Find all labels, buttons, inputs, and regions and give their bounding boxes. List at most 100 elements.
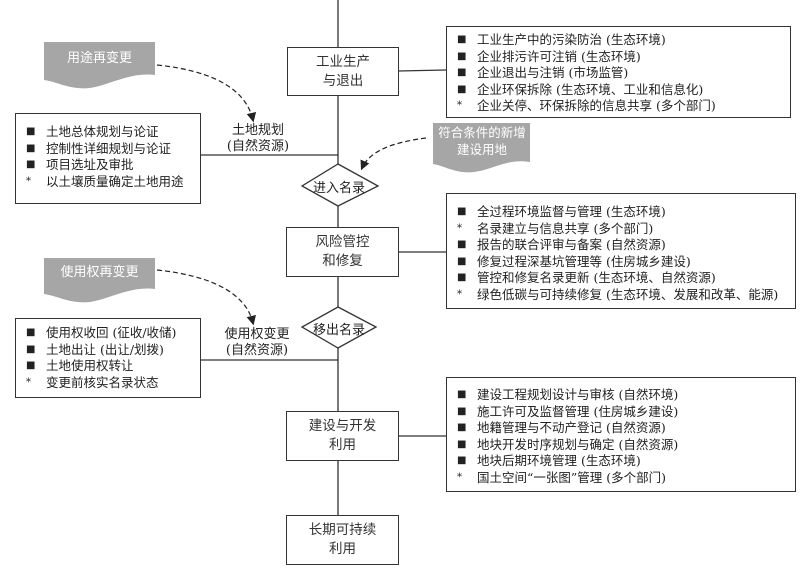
list-item: ■ 土地出让 (出让/划拨) <box>26 342 192 359</box>
bullet: ■ <box>26 360 36 372</box>
decision-exit-list: 移出名录 <box>312 323 365 338</box>
list-item: ■ 控制性详细规划与论证 <box>26 141 192 158</box>
item-text: 企业关停、环保拆除的信息共享 (多个部门) <box>477 98 716 114</box>
item-text: 变更前核实名录状态 <box>46 374 159 390</box>
list-item: ■地籍管理与不动产登记 (自然资源) <box>457 420 787 437</box>
edge-label-title: 土地规划 <box>231 123 284 138</box>
bullet: ■ <box>26 126 36 137</box>
list-item: ■ 土地总体规划与论证 <box>26 124 192 141</box>
list-item: * 变更前核实名录状态 <box>26 375 192 392</box>
bullet: ■ <box>457 405 467 417</box>
banner-use-right-rechange-shape <box>44 258 155 303</box>
list-item: ■ 使用权收回 (征收/收储) <box>26 325 192 342</box>
bullet: * <box>457 100 462 112</box>
list-item: * 国土空间“一张图”管理 (多个部门) <box>457 470 787 487</box>
item-text: 建设工程规划设计与审核 (自然环境) <box>477 387 679 402</box>
bullet: ■ <box>457 206 467 217</box>
item-text: 企业排污许可注销 (生态环境) <box>477 48 641 64</box>
node-construction-development: 建设与开发 利用 <box>286 411 399 461</box>
bullet: ■ <box>457 272 467 284</box>
bullet: ■ <box>457 50 467 62</box>
node-text: 利用 <box>329 437 356 453</box>
node-text: 利用 <box>329 541 356 557</box>
item-text: 使用权收回 (征收/收储) <box>46 325 177 340</box>
list-item: ■ 建设工程规划设计与审核 (自然环境) <box>457 387 787 404</box>
banner-use-change: 用途再变更 <box>44 50 155 67</box>
bullet: ■ <box>26 343 36 355</box>
item-text: 地块开发时序规划与确定 (自然资源) <box>477 436 679 452</box>
item-text: 土地总体规划与论证 <box>46 124 159 139</box>
arrow-new-land <box>360 137 427 171</box>
item-text: 全过程环境监督与管理 (生态环境) <box>477 204 666 219</box>
list-item: * 以土壤质量确定土地用途 <box>26 174 192 191</box>
bullet: * <box>26 376 31 388</box>
node-risk-control-remediation: 风险管控 和修复 <box>286 227 399 277</box>
item-text: 绿色低碳与可持续修复 (生态环境、发展和改革、能源) <box>477 286 779 302</box>
item-text: 地籍管理与不动产登记 (自然资源) <box>477 420 666 436</box>
bullet: ■ <box>26 142 36 154</box>
list-item: * 绿色低碳与可持续修复 (生态环境、发展和改革、能源) <box>457 287 787 304</box>
bullet: * <box>457 222 462 234</box>
node-text: 工业生产 <box>316 53 370 70</box>
item-text: 企业退出与注销 (市场监管) <box>477 65 629 81</box>
list-item: * 名录建立与信息共享 (多个部门) <box>457 221 787 238</box>
list-item: ■项目选址及审批 <box>26 157 192 174</box>
item-text: 控制性详细规划与论证 <box>46 140 172 156</box>
banner-text: 建设用地 <box>456 142 507 157</box>
list-industrial-tasks: ■ 工业生产中的污染防治 (生态环境) ■ 企业排污许可注销 (生态环境) ■ 企业退… <box>446 26 791 118</box>
list-item: ■ 全过程环境监督与管理 (生态环境) <box>457 204 787 221</box>
node-text: 风险管控 <box>315 234 370 250</box>
banner-text: 用途再变更 <box>66 51 132 66</box>
edge-label-dept: (自然资源) <box>226 139 290 154</box>
banner-use-right-rechange: 使用权再变更 <box>44 264 155 281</box>
bullet: ■ <box>457 455 467 467</box>
banner-new-land-shape <box>433 123 530 173</box>
item-text: 管控和修复名录更新 (生态环境、自然资源) <box>477 270 716 286</box>
item-text: 国土空间“一张图”管理 (多个部门) <box>477 469 667 485</box>
list-item: ■施工许可及监督管理 (住房城乡建设) <box>457 404 787 421</box>
list-item: ■ 地块后期环境管理 (生态环境) <box>457 453 787 470</box>
edge-label-dept: (自然资源) <box>225 343 289 358</box>
item-text: 企业环保拆除 (生态环境、工业和信息化) <box>477 81 704 97</box>
edge-label-use-right-change: 使用权变更 (自然资源) <box>212 327 302 359</box>
list-land-planning-tasks: ■ 土地总体规划与论证 ■ 控制性详细规划与论证 ■项目选址及审批 * 以土壤质量确定… <box>15 113 201 204</box>
edge-label-land-planning: 土地规划 (自然资源) <box>218 123 298 155</box>
node-industrial-production-exit: 工业生产 与退出 <box>287 47 399 96</box>
node-text: 与退出 <box>322 72 364 89</box>
bullet: ■ <box>457 67 467 79</box>
list-item: ■ 土地使用权转让 <box>26 358 192 375</box>
list-item: ■ 管控和修复名录更新 (生态环境、自然资源) <box>457 270 787 287</box>
bullet: ■ <box>26 159 36 171</box>
item-text: 土地出让 (出让/划拨) <box>46 341 164 357</box>
item-text: 地块后期环境管理 (生态环境) <box>477 453 641 469</box>
item-text: 名录建立与信息共享 (多个部门) <box>477 220 654 236</box>
item-text: 报告的联合评审与备案 (自然资源) <box>477 237 666 253</box>
bullet: ■ <box>457 239 467 251</box>
item-text: 修复过程深基坑管理等 (住房城乡建设) <box>477 253 691 269</box>
list-item: ■企业环保拆除 (生态环境、工业和信息化) <box>457 82 782 99</box>
list-item: ■ 地块开发时序规划与确定 (自然资源) <box>457 437 787 454</box>
arrow-use-right-rechange <box>156 269 256 326</box>
node-text: 长期可持续 <box>308 522 377 538</box>
item-text: 以土壤质量确定土地用途 <box>46 173 184 189</box>
list-construction-tasks: ■建设工程规划设计与审核 (自然环境) ■施工许可及监督管理 (住房城乡建设) … <box>446 377 796 492</box>
bullet: * <box>26 175 31 187</box>
bullet: ■ <box>457 255 467 267</box>
bullet: * <box>457 288 462 300</box>
item-text: 工业生产中的污染防治 (生态环境) <box>477 32 666 47</box>
bullet: * <box>457 471 462 483</box>
item-text: 土地使用权转让 <box>46 358 134 374</box>
list-use-right-tasks: ■ 使用权收回 (征收/收储) ■ 土地出让 (出让/划拨) ■ 土地使用权转让 * 变… <box>15 318 201 398</box>
list-item: ■ 企业退出与注销 (市场监管) <box>457 65 782 82</box>
connector-industrial-list <box>397 69 447 72</box>
node-text: 和修复 <box>322 253 363 269</box>
banner-text: 符合条件的新增 <box>438 125 526 140</box>
bullet: ■ <box>457 34 467 45</box>
bullet: ■ <box>26 327 36 338</box>
bullet: ■ <box>457 438 467 450</box>
list-item: * 企业关停、环保拆除的信息共享 (多个部门) <box>457 98 782 115</box>
bullet: ■ <box>457 389 467 400</box>
list-item: ■ 企业排污许可注销 (生态环境) <box>457 49 782 66</box>
node-text: 建设与开发 <box>308 418 377 434</box>
